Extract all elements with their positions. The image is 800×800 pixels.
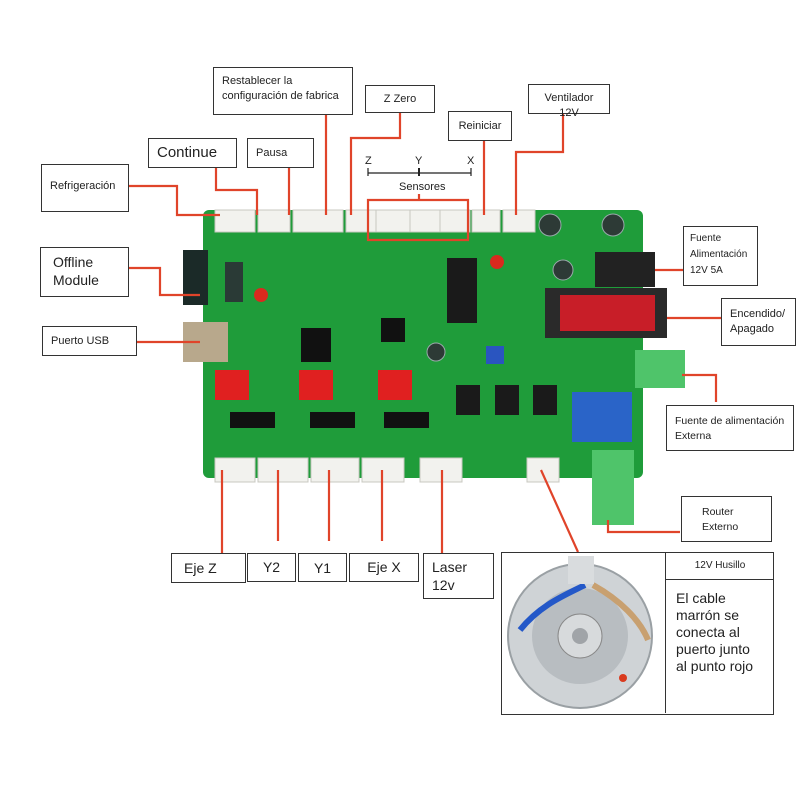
terminal-block-router [592,450,634,525]
label-fuente-externa: Fuente de alimentación Externa [666,405,794,451]
label-y1: Y1 [298,553,347,582]
label-eje-x: Eje X [349,553,419,582]
led-red [490,255,504,269]
spindle-note: El cable marrón se conecta al puerto jun… [676,590,754,674]
offline-module-header [183,250,208,305]
label-sensores: Sensores [399,181,446,193]
spindle-motor-image [507,556,653,709]
axis-label-z: Z [365,155,372,167]
label-z-zero: Z Zero [365,85,435,113]
top-connectors [214,209,536,233]
label-offline-module: Offline Module [40,247,129,297]
label-ventilador: Ventilador 12V [528,84,610,119]
label-pausa: Pausa [247,138,314,168]
terminal-block-external [635,350,685,388]
idc-header [447,258,477,323]
sensor-axis-indicator [367,168,472,176]
leader-lines [128,112,730,556]
label-reiniciar: Reiniciar [448,111,512,141]
spindle-panel: 12V Husillo El cable marrón se conecta a… [501,552,774,715]
label-fuente-alimentacion: Fuente Alimentación 12V 5A [683,226,758,286]
label-continue: Continue [148,138,237,168]
label-router-externo: Router Externo [681,496,772,542]
axis-label-y: Y [415,155,423,167]
potentiometer [486,346,504,364]
mcu-chip [381,318,405,342]
spindle-title: 12V Husillo [666,553,774,580]
relay [572,392,632,442]
axis-label-x: X [467,155,475,167]
label-puerto-usb: Puerto USB [42,326,137,356]
label-restablecer: Restablecer la configuración de fabrica [213,67,353,115]
label-refrigeracion: Refrigeración [41,164,129,212]
power-jack [595,252,655,287]
led-red [254,288,268,302]
label-y2: Y2 [247,553,296,582]
dip-switches [215,370,412,400]
label-eje-z: Eje Z [171,553,246,583]
label-encendido: Encendido/ Apagado [721,298,796,346]
label-laser: Laser 12v [423,553,494,599]
spindle-text-column: 12V Husillo El cable marrón se conecta a… [665,553,774,713]
